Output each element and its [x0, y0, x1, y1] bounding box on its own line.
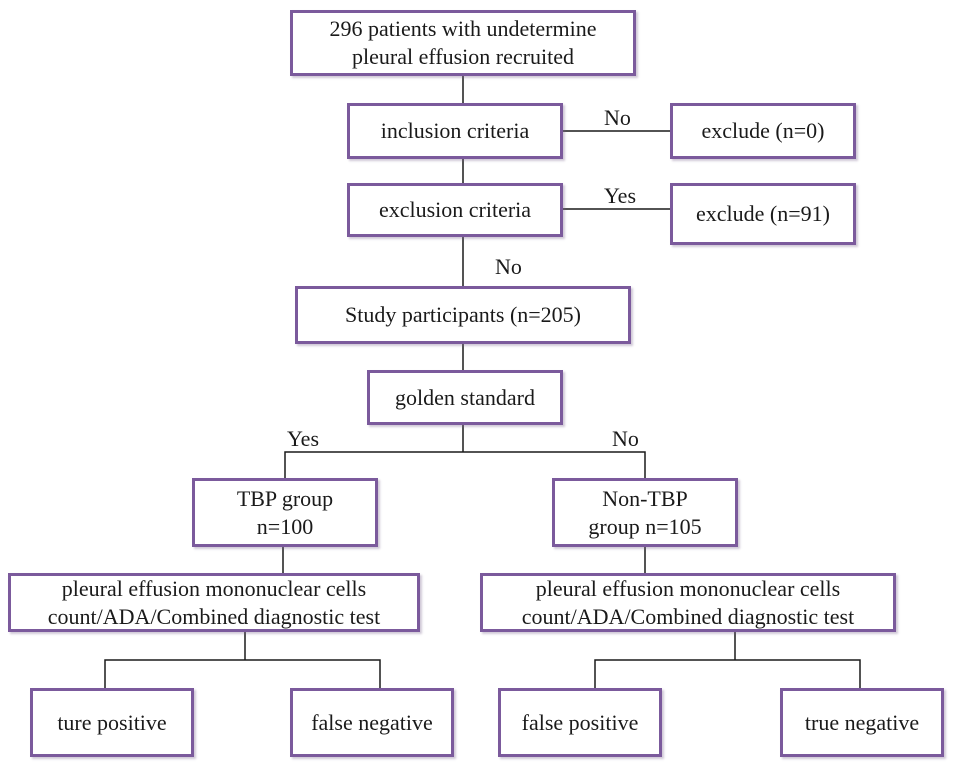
false-negative-label: false negative: [311, 709, 433, 735]
test-right-line1: pleural effusion mononuclear cells: [535, 575, 841, 601]
study-participants-label: Study participants (n=205): [344, 302, 582, 327]
non-tbp-group-line2: group n=105: [588, 513, 702, 539]
exclude-91-box: exclude (n=91): [670, 183, 856, 245]
non-tbp-group-box: Non-TBP group n=105: [552, 478, 738, 547]
true-positive-box: ture positive: [30, 688, 194, 757]
true-negative-box: true negative: [780, 688, 944, 757]
inclusion-criteria-label: inclusion criteria: [380, 118, 530, 143]
recruited-box: 296 patients with undetermine pleural ef…: [290, 10, 636, 76]
exclude-91-label: exclude (n=91): [696, 201, 830, 226]
test-left-line2: count/ADA/Combined diagnostic test: [47, 603, 381, 629]
true-positive-label: ture positive: [57, 709, 167, 735]
test-right-box: pleural effusion mononuclear cells count…: [480, 573, 896, 632]
true-negative-label: true negative: [804, 709, 920, 735]
non-tbp-group-line1: Non-TBP: [602, 485, 688, 511]
tbp-group-line1: TBP group: [236, 485, 334, 511]
exclusion-criteria-label: exclusion criteria: [378, 197, 532, 222]
exclusion-no-label: No: [495, 254, 522, 279]
golden-standard-box: golden standard: [367, 370, 563, 425]
test-right-line2: count/ADA/Combined diagnostic test: [521, 603, 855, 629]
golden-no-label: No: [612, 426, 639, 451]
inclusion-criteria-box: inclusion criteria: [347, 103, 563, 159]
exclude-0-label: exclude (n=0): [701, 118, 825, 143]
inclusion-no-label: No: [604, 105, 631, 130]
test-left-line1: pleural effusion mononuclear cells: [61, 575, 367, 601]
exclusion-yes-label: Yes: [604, 183, 637, 208]
golden-standard-label: golden standard: [395, 384, 535, 410]
false-negative-box: false negative: [290, 688, 454, 757]
golden-yes-label: Yes: [287, 426, 320, 451]
false-positive-box: false positive: [498, 688, 662, 757]
false-positive-label: false positive: [521, 709, 639, 735]
exclusion-criteria-box: exclusion criteria: [347, 183, 563, 237]
study-participants-box: Study participants (n=205): [295, 286, 631, 344]
recruited-line1: 296 patients with undetermine: [329, 16, 597, 41]
recruited-line2: pleural effusion recruited: [352, 44, 574, 69]
tbp-group-box: TBP group n=100: [192, 478, 378, 547]
test-left-box: pleural effusion mononuclear cells count…: [8, 573, 420, 632]
exclude-0-box: exclude (n=0): [670, 103, 856, 159]
tbp-group-line2: n=100: [256, 513, 314, 539]
